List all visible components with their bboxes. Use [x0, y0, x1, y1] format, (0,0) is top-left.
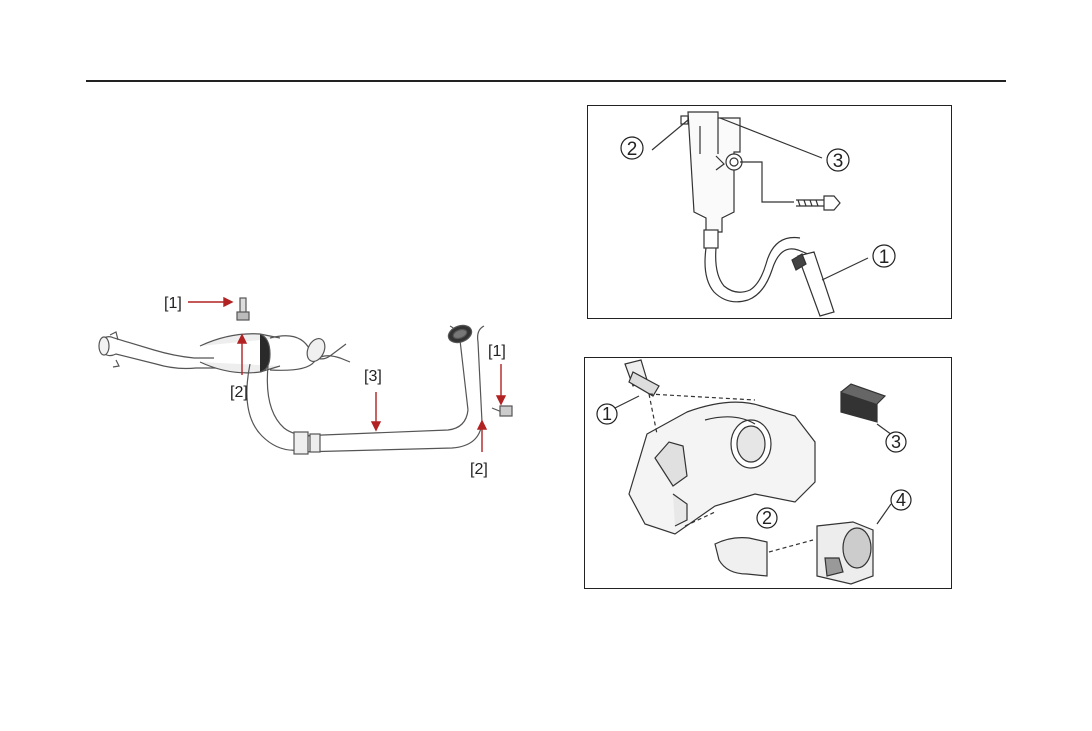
label-1-right: [1]	[488, 343, 506, 360]
label-3: [3]	[364, 368, 382, 385]
callout-1: 1	[602, 404, 612, 424]
throttle-body-drawing: 1 2 3 4	[596, 359, 912, 585]
sensor-mount-drawing: 2 3 1	[620, 111, 896, 317]
throttle-body-panel: 1 2 3 4	[584, 357, 952, 589]
pipe-drawing	[98, 297, 513, 455]
exhaust-pipe-diagram: [1] [2] [3] [1] [2]	[98, 295, 513, 478]
callout-2: 2	[762, 508, 772, 528]
callout-4: 4	[896, 490, 906, 510]
sensor-mount-panel: 2 3 1	[587, 105, 952, 319]
header-rule	[86, 80, 1006, 82]
callout-1: 1	[879, 247, 890, 268]
label-2-top: [2]	[230, 384, 248, 401]
callout-3: 3	[833, 151, 844, 172]
callout-2: 2	[627, 139, 638, 160]
label-2-right: [2]	[470, 461, 488, 478]
label-1-top: [1]	[164, 295, 182, 312]
callout-3: 3	[891, 432, 901, 452]
callout-arrows	[188, 296, 507, 452]
